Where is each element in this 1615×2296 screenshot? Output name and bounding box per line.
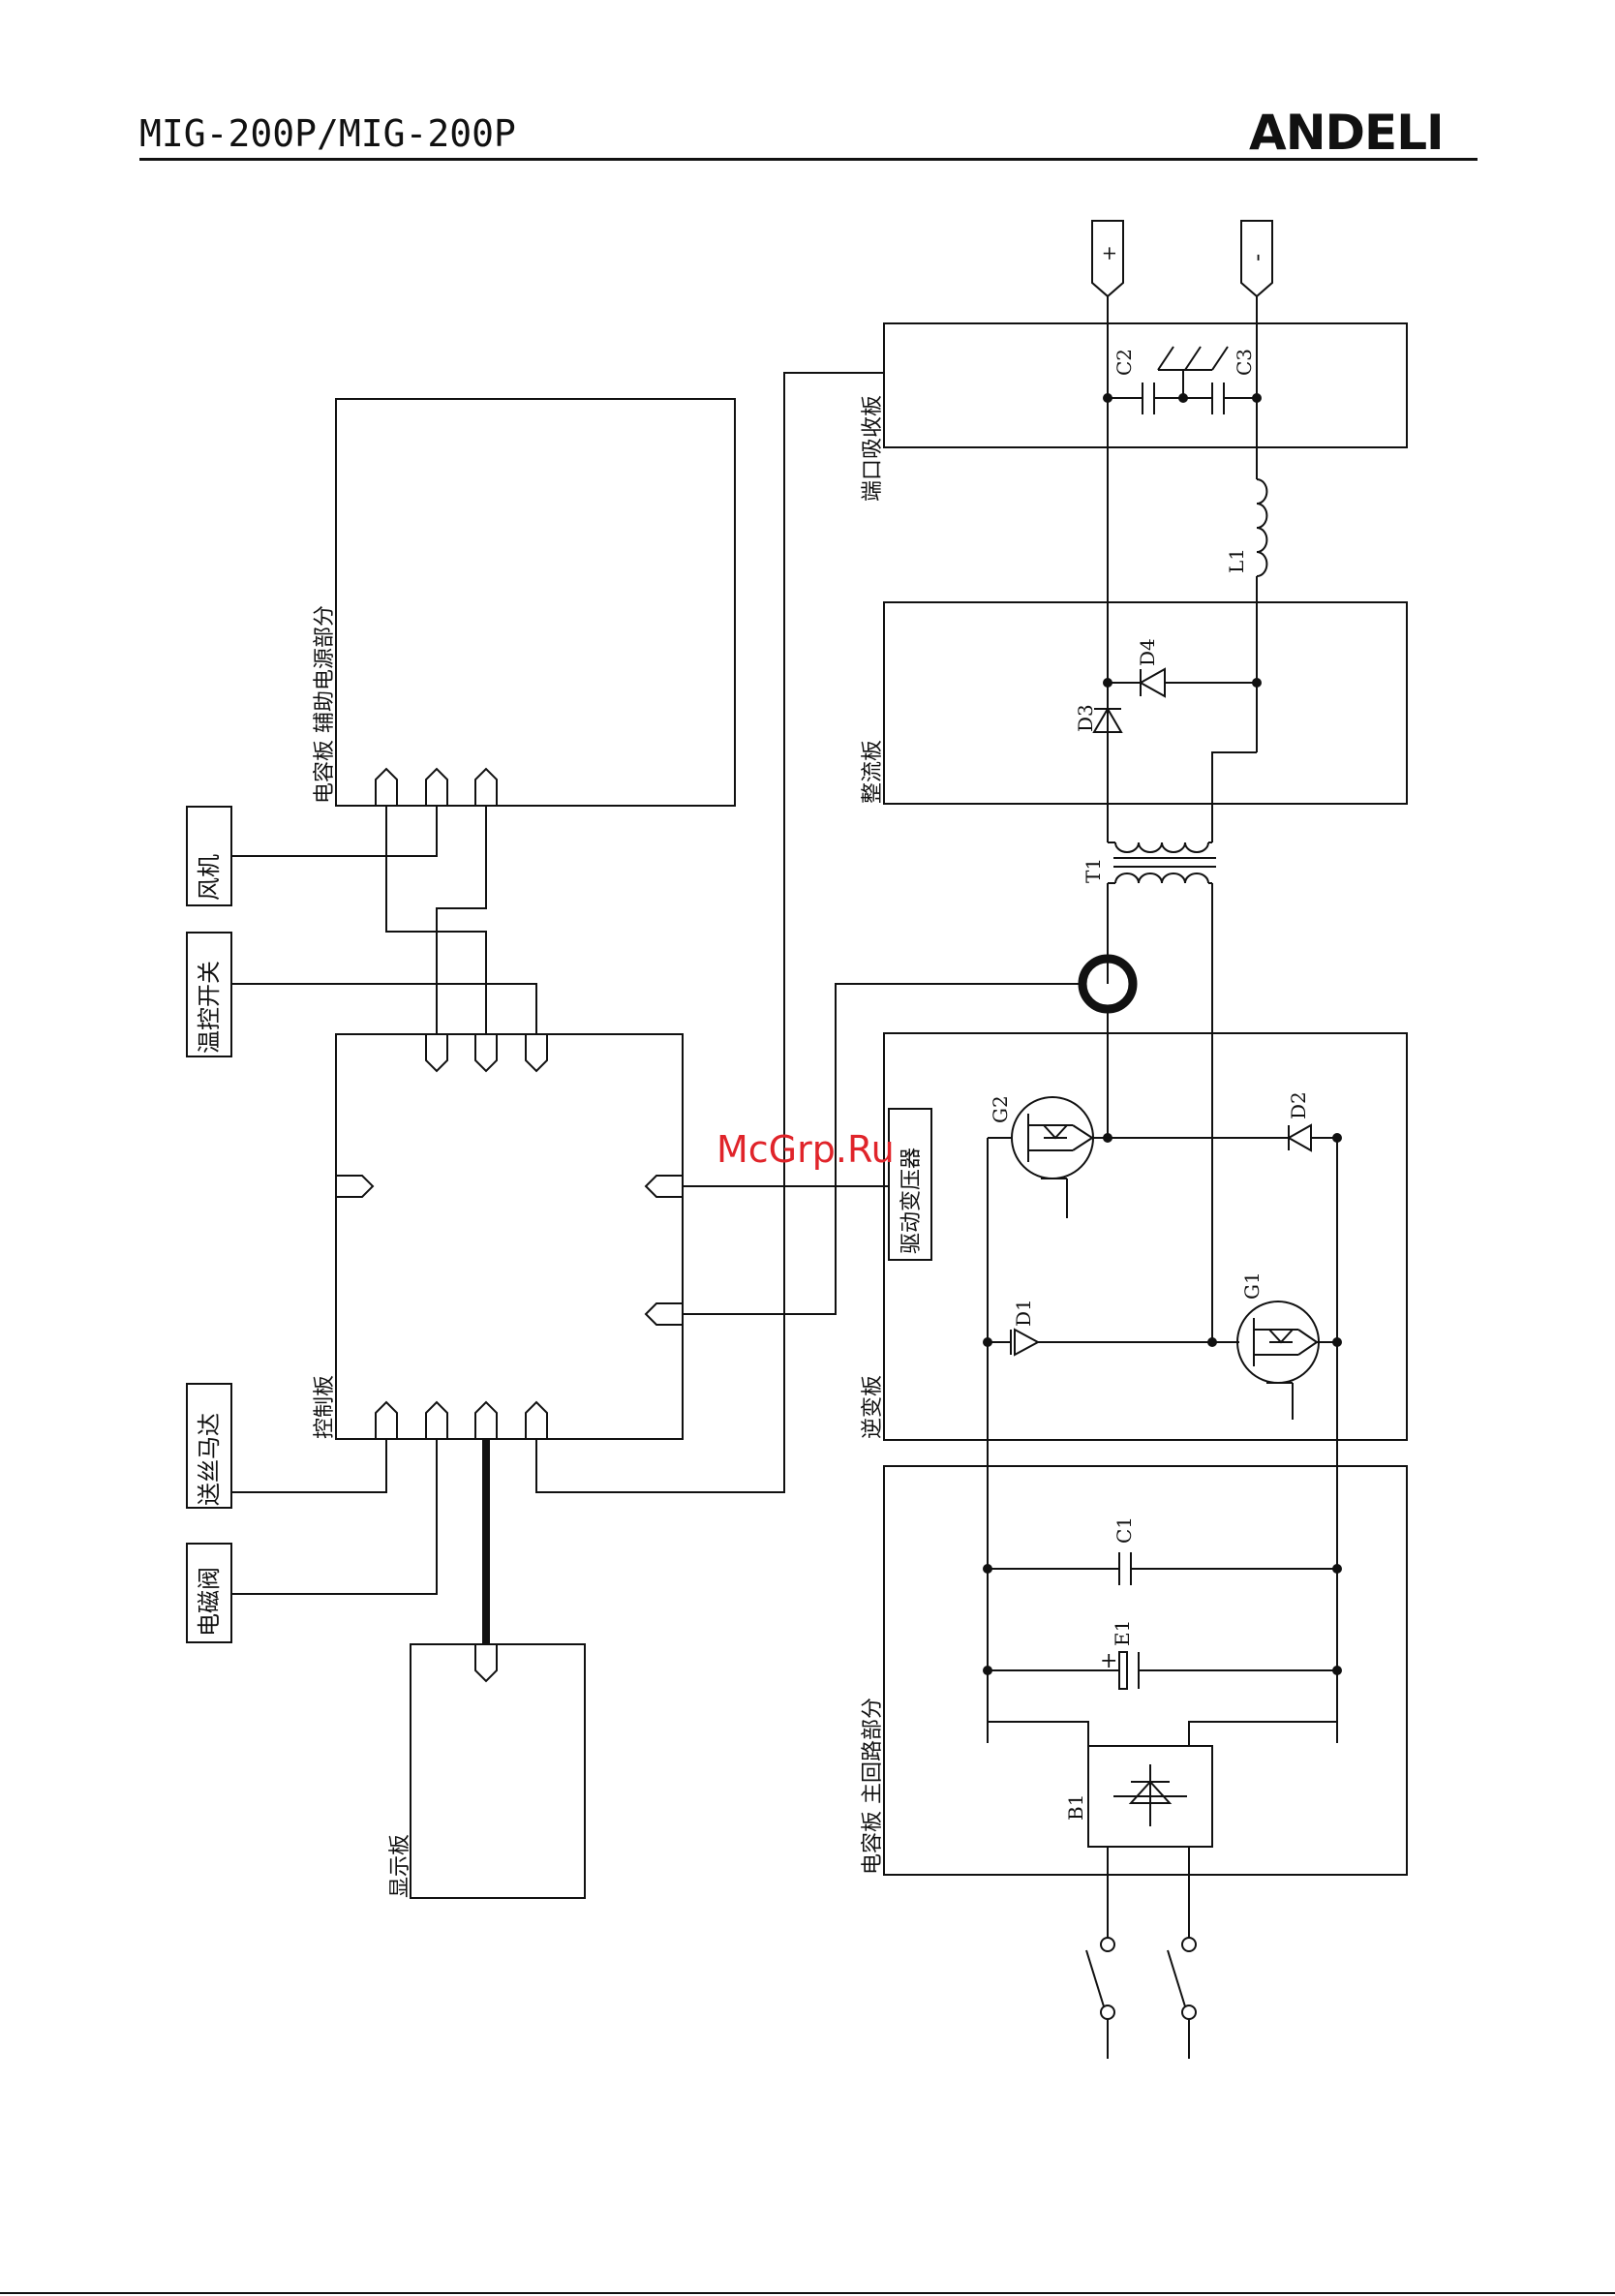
junction-dots-inverter: [983, 1133, 1342, 1347]
display-board-block: [411, 1644, 585, 1898]
display-connector: [475, 1644, 497, 1681]
port-absorber-label: 端口吸收板: [861, 395, 885, 502]
main-circuit-label: 电容板 主回路部分: [861, 1698, 885, 1875]
g1-label: G1: [1240, 1271, 1264, 1300]
d3-label: D3: [1074, 704, 1097, 732]
d4-diode: [1103, 669, 1262, 696]
d1-diode: [1011, 1330, 1038, 1355]
display-board-label: 显示板: [388, 1834, 412, 1898]
inverter-board-label: 逆变板: [861, 1375, 885, 1439]
fan-label: 风机: [196, 854, 223, 901]
g2-igbt: [1012, 1097, 1093, 1218]
junction-dots-bus: [983, 1564, 1342, 1675]
input-switches: [1086, 1847, 1196, 2059]
footer-rule: [0, 2292, 1615, 2294]
e1-capacitor: [988, 1652, 1337, 1689]
rectifier-board-block: [884, 602, 1407, 804]
d2-diode: [1289, 1125, 1311, 1150]
rectifier-board-label: 整流板: [861, 740, 885, 804]
e1-plus-label: +: [1100, 1649, 1117, 1673]
t1-label: T1: [1082, 858, 1105, 883]
thermo-switch-label: 温控开关: [196, 961, 223, 1054]
solenoid-valve-label: 电磁阀: [196, 1567, 223, 1637]
control-wiring: [231, 373, 1079, 1594]
l1-label: L1: [1225, 548, 1248, 573]
d4-label: D4: [1136, 638, 1159, 666]
e1-label: E1: [1111, 1620, 1134, 1646]
control-top-connectors: [426, 1034, 547, 1071]
control-board-label: 控制板: [313, 1375, 337, 1439]
g2-label: G2: [989, 1095, 1012, 1123]
d2-label: D2: [1287, 1091, 1310, 1119]
aux-connectors: [376, 769, 497, 806]
control-bottom-connectors: [376, 1402, 547, 1439]
t1-transformer: [1108, 825, 1216, 1342]
c1-label: C1: [1112, 1516, 1136, 1544]
rectifier-wiring: [1212, 752, 1257, 825]
wire-feed-motor-label: 送丝马达: [196, 1413, 223, 1506]
port-absorber-block: [884, 323, 1407, 447]
g1-igbt: [1237, 1301, 1319, 1420]
d1-label: D1: [1012, 1299, 1035, 1327]
c2-label: C2: [1112, 349, 1136, 376]
aux-power-block: [336, 399, 735, 806]
inverter-board-block: [884, 1033, 1407, 1440]
b1-label: B1: [1064, 1794, 1087, 1821]
aux-power-label: 电容板 辅助电源部分: [313, 605, 337, 804]
c3-label: C3: [1233, 349, 1256, 376]
negative-terminal-label: -: [1243, 254, 1270, 261]
control-board-block: [336, 1034, 683, 1439]
c1-capacitor: [988, 1552, 1337, 1585]
watermark-text: McGrp.Ru: [716, 1128, 895, 1171]
b1-bridge: [988, 1722, 1337, 1847]
positive-terminal-label: +: [1097, 245, 1120, 261]
control-side-connectors: [336, 1176, 683, 1325]
drive-transformer-label: 驱动变压器: [899, 1148, 924, 1254]
l1-inductor: [1257, 479, 1266, 576]
